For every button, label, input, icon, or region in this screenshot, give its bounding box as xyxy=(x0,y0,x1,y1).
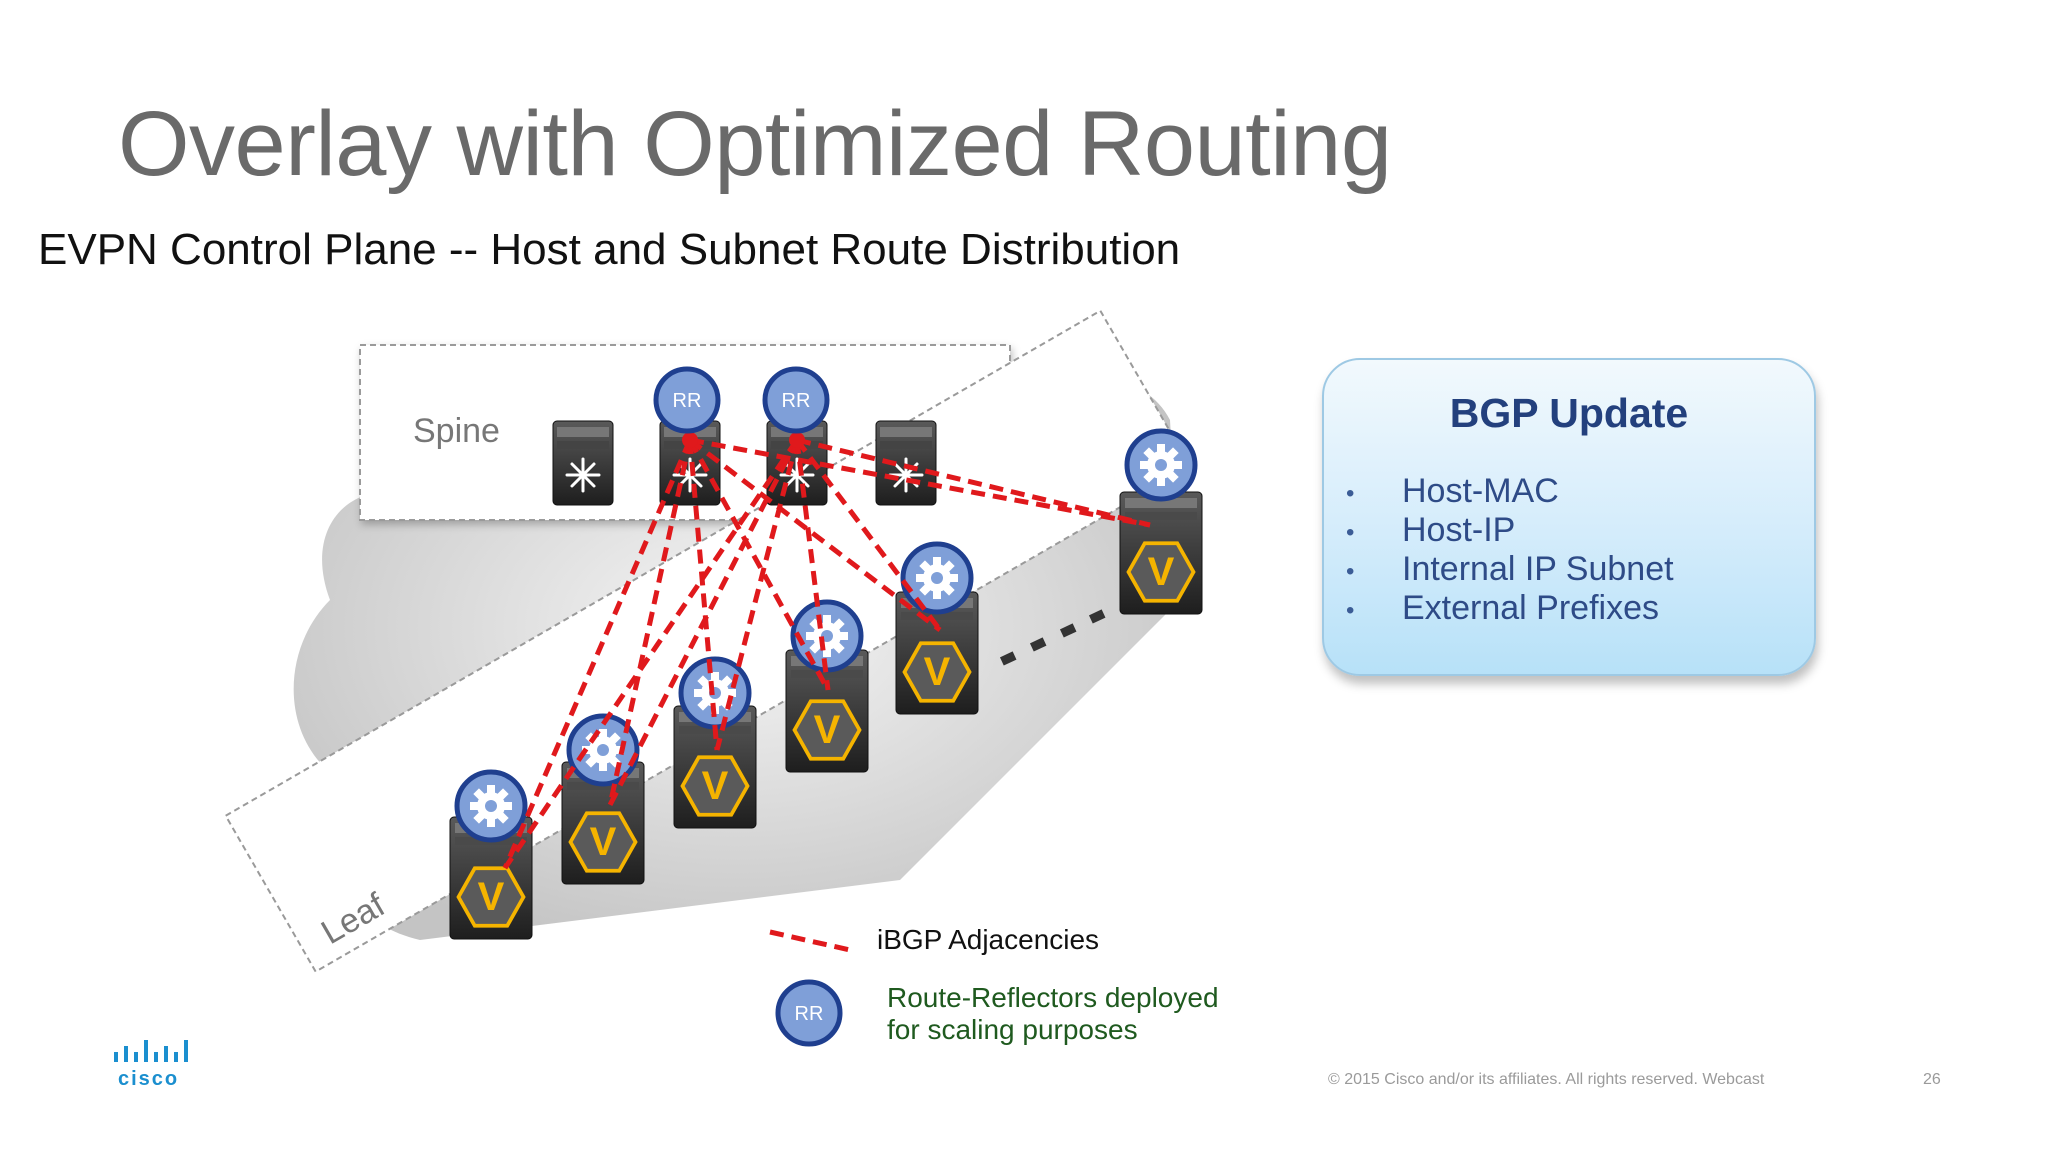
bullet-icon: • xyxy=(1346,557,1355,585)
spine-switch-1 xyxy=(551,419,615,507)
rr-badge-2: RR xyxy=(762,366,830,434)
bullet-icon: • xyxy=(1346,518,1355,546)
cisco-logo-icon xyxy=(114,1040,188,1062)
more-leaves-dots xyxy=(999,609,1106,666)
legend-ibgp-label: iBGP Adjacencies xyxy=(877,924,1100,955)
bgp-update-title: BGP Update xyxy=(1449,390,1689,436)
vtep-label-border: V xyxy=(1148,550,1175,594)
gear-icon xyxy=(1127,431,1195,499)
slide-subtitle: EVPN Control Plane -- Host and Subnet Ro… xyxy=(38,225,1181,274)
legend-rr-badge: RR xyxy=(775,979,843,1047)
bgp-update-box: BGP Update •Host-MAC •Host-IP •Internal … xyxy=(1322,358,1816,676)
bgp-update-list: •Host-MAC •Host-IP •Internal IP Subnet •… xyxy=(1346,472,1674,628)
bullet-icon: • xyxy=(1346,479,1355,507)
slide-title: Overlay with Optimized Routing xyxy=(118,93,1392,195)
spine-label: Spine xyxy=(413,412,500,450)
gear-icon xyxy=(457,772,525,840)
list-item: •Internal IP Subnet xyxy=(1346,550,1674,589)
copyright-text: © 2015 Cisco and/or its affiliates. All … xyxy=(1328,1071,1765,1088)
vtep-label-2: V xyxy=(590,820,617,864)
rr-connection-dot xyxy=(789,432,805,448)
list-item: •Host-IP xyxy=(1346,511,1674,550)
ibgp-adjacencies xyxy=(502,437,1151,870)
svg-text:RR: RR xyxy=(795,1003,824,1025)
list-item: •Host-MAC xyxy=(1346,472,1674,511)
svg-text:RR: RR xyxy=(782,390,811,412)
legend-ibgp-line xyxy=(769,929,851,953)
page-number: 26 xyxy=(1923,1071,1941,1088)
vtep-label-5: V xyxy=(924,650,951,694)
vtep-label-4: V xyxy=(814,708,841,752)
svg-text:RR: RR xyxy=(673,390,702,412)
rr-connection-dot xyxy=(682,432,698,448)
cisco-logo-text: cisco xyxy=(118,1068,180,1090)
legend-rr-label: Route-Reflectors deployed for scaling pu… xyxy=(887,982,1219,1045)
vtep-label-3: V xyxy=(702,764,729,808)
rr-badge-1: RR xyxy=(653,366,721,434)
gear-icon xyxy=(903,544,971,612)
gear-icon xyxy=(793,602,861,670)
list-item: •External Prefixes xyxy=(1346,589,1674,628)
vtep-label-1: V xyxy=(478,875,505,919)
bullet-icon: • xyxy=(1346,596,1355,624)
